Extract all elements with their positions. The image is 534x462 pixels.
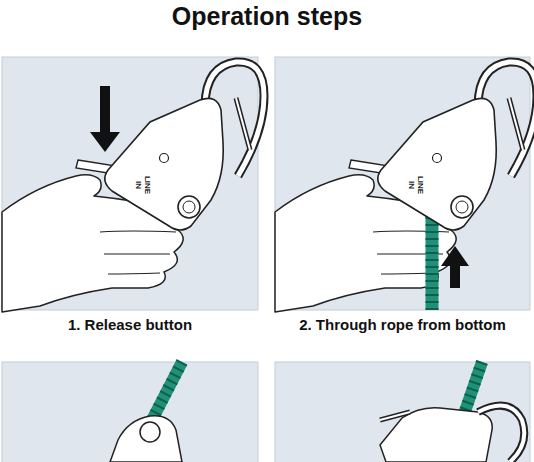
device-marking: LINE IN: [407, 172, 425, 198]
device-marking: LINE IN: [134, 172, 152, 198]
page-title: Operation steps: [0, 2, 534, 31]
step-caption: 1. Release button: [0, 316, 268, 333]
step-caption: 2. Through rope from bottom: [265, 316, 534, 333]
step-panel: 2. Through rope from bottom: [275, 57, 530, 310]
step-panel: 1. Release button: [2, 57, 258, 310]
